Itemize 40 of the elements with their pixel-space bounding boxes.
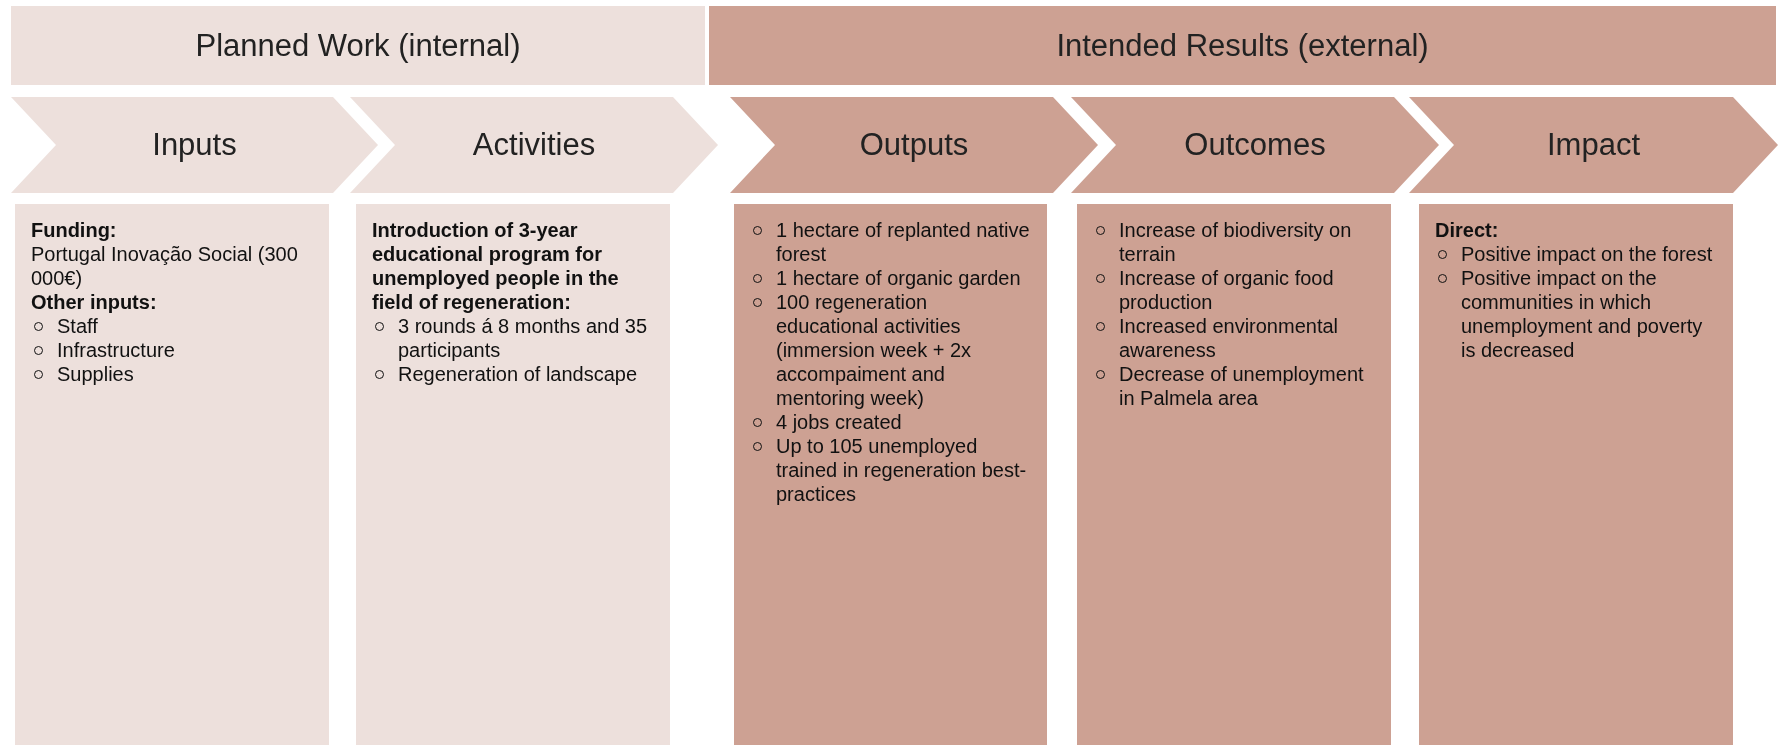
- content-panel: [1077, 204, 1391, 745]
- bullet-item: Regeneration of landscape: [372, 362, 654, 386]
- heading-text: Direct:: [1435, 218, 1500, 242]
- title-text: Intended Results (external): [1056, 27, 1429, 64]
- bullet-item: Increase of organic food production: [1093, 266, 1375, 314]
- content-panel: [15, 204, 329, 745]
- body-text: Portugal Inovação Social (300 000€): [31, 242, 299, 290]
- heading-text: Introduction of 3-year educational program for unemployed people in the field of regeneration:: [372, 218, 620, 314]
- heading-text: Other inputs:: [31, 290, 158, 314]
- title-text: Outputs: [859, 127, 969, 163]
- bullet-item: Increase of biodiversity on terrain: [1093, 218, 1375, 266]
- title-text: Activities: [472, 127, 596, 163]
- bullet-item: Supplies: [31, 362, 313, 386]
- bullet-item: Increased environmental awareness: [1093, 314, 1375, 362]
- bullet-item: 100 regeneration educational activities (immersion week + 2x accompaiment and mentoring week): [750, 290, 1031, 410]
- content-panel: [356, 204, 670, 745]
- title-text: Outcomes: [1184, 127, 1326, 163]
- heading-text: Funding:: [31, 218, 118, 242]
- title-text: Inputs: [152, 127, 237, 163]
- step-header: [11, 97, 378, 193]
- step-header: [350, 97, 718, 193]
- bullet-item: Up to 105 unemployed trained in regeneration best-practices: [750, 434, 1031, 506]
- bullet-item: Staff: [31, 314, 313, 338]
- step-header: [1071, 97, 1439, 193]
- bullet-item: 4 jobs created: [750, 410, 1031, 434]
- bullet-item: Infrastructure: [31, 338, 313, 362]
- title-text: Planned Work (internal): [195, 27, 521, 64]
- bullet-item: Positive impact on the communities in which unemployment and poverty is decreased: [1435, 266, 1717, 362]
- bullet-item: 1 hectare of replanted native forest: [750, 218, 1031, 266]
- bullet-item: Positive impact on the forest: [1435, 242, 1717, 266]
- header-band: [709, 6, 1776, 85]
- bullet-item: 1 hectare of organic garden: [750, 266, 1031, 290]
- bullet-item: Decrease of unemployment in Palmela area: [1093, 362, 1375, 410]
- step-header: [1409, 97, 1778, 193]
- content-panel: [734, 204, 1047, 745]
- header-band: [11, 6, 705, 85]
- bullet-item: 3 rounds á 8 months and 35 participants: [372, 314, 654, 362]
- step-header: [730, 97, 1098, 193]
- content-panel: [1419, 204, 1733, 745]
- title-text: Impact: [1547, 127, 1640, 163]
